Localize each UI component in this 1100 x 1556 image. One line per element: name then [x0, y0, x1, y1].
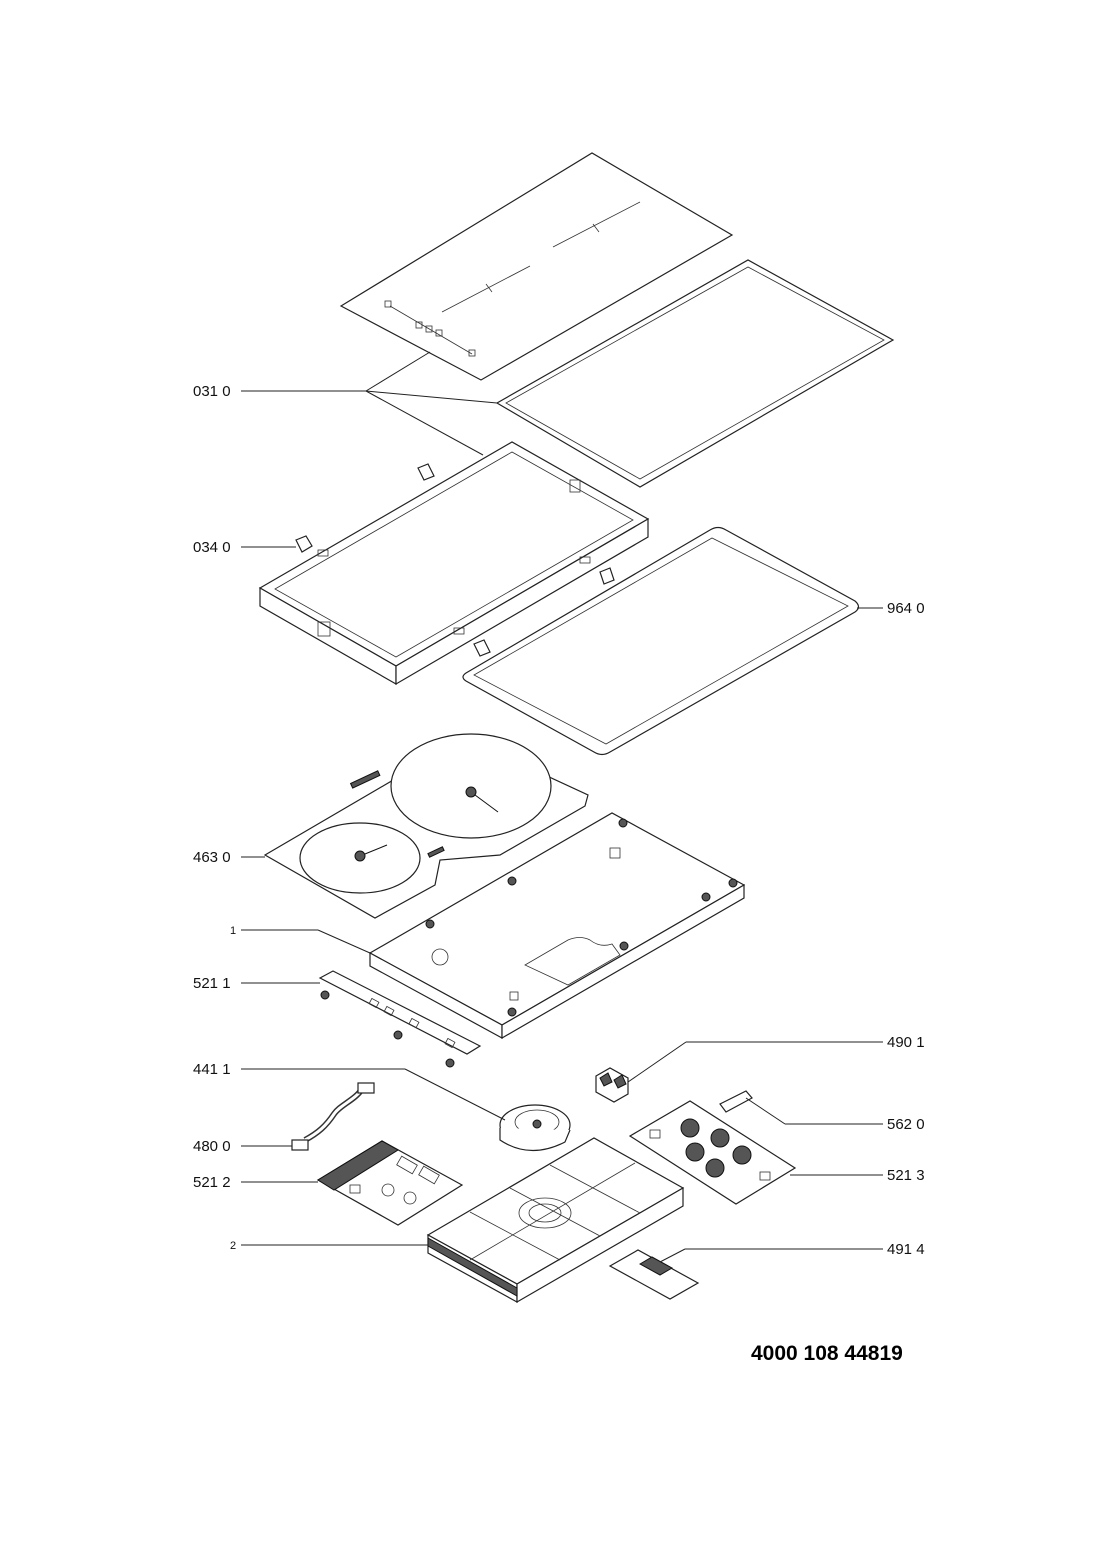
label-480-0: 480 0 [193, 1138, 231, 1155]
power-board-left[interactable] [316, 1140, 464, 1226]
label-521-3: 521 3 [887, 1167, 925, 1184]
label-964-0: 964 0 [887, 600, 925, 617]
display-cover[interactable] [608, 1249, 700, 1300]
glass-cooktop-panel[interactable] [339, 152, 734, 381]
label-1: 1 [230, 925, 236, 937]
label-031-0: 031 0 [193, 383, 231, 400]
induction-coil-plate[interactable] [263, 733, 589, 919]
power-board-right[interactable] [628, 1100, 797, 1205]
label-491-4: 491 4 [887, 1241, 925, 1258]
sensor-connector[interactable] [595, 1067, 629, 1103]
fuse-component[interactable] [719, 1090, 753, 1113]
support-frame[interactable] [258, 441, 650, 686]
label-2: 2 [230, 1240, 236, 1252]
leader-lines [241, 351, 883, 1263]
lower-housing[interactable] [426, 1137, 685, 1304]
label-521-2: 521 2 [193, 1174, 231, 1191]
cooling-fan[interactable] [499, 1104, 571, 1152]
label-490-1: 490 1 [887, 1034, 925, 1051]
label-463-0: 463 0 [193, 849, 231, 866]
label-441-1: 441 1 [193, 1061, 231, 1078]
label-034-0: 034 0 [193, 539, 231, 556]
bottom-seal-gasket[interactable] [462, 526, 860, 756]
document-number: 4000 108 44819 [751, 1342, 903, 1365]
wiring-harness[interactable] [291, 1082, 375, 1151]
frame-seal-gasket[interactable] [495, 259, 895, 488]
frame-clip-icon[interactable] [295, 463, 615, 657]
label-562-0: 562 0 [887, 1116, 925, 1133]
label-521-1: 521 1 [193, 975, 231, 992]
control-board-strip[interactable] [318, 970, 482, 1068]
base-support-tray[interactable] [368, 812, 746, 1040]
